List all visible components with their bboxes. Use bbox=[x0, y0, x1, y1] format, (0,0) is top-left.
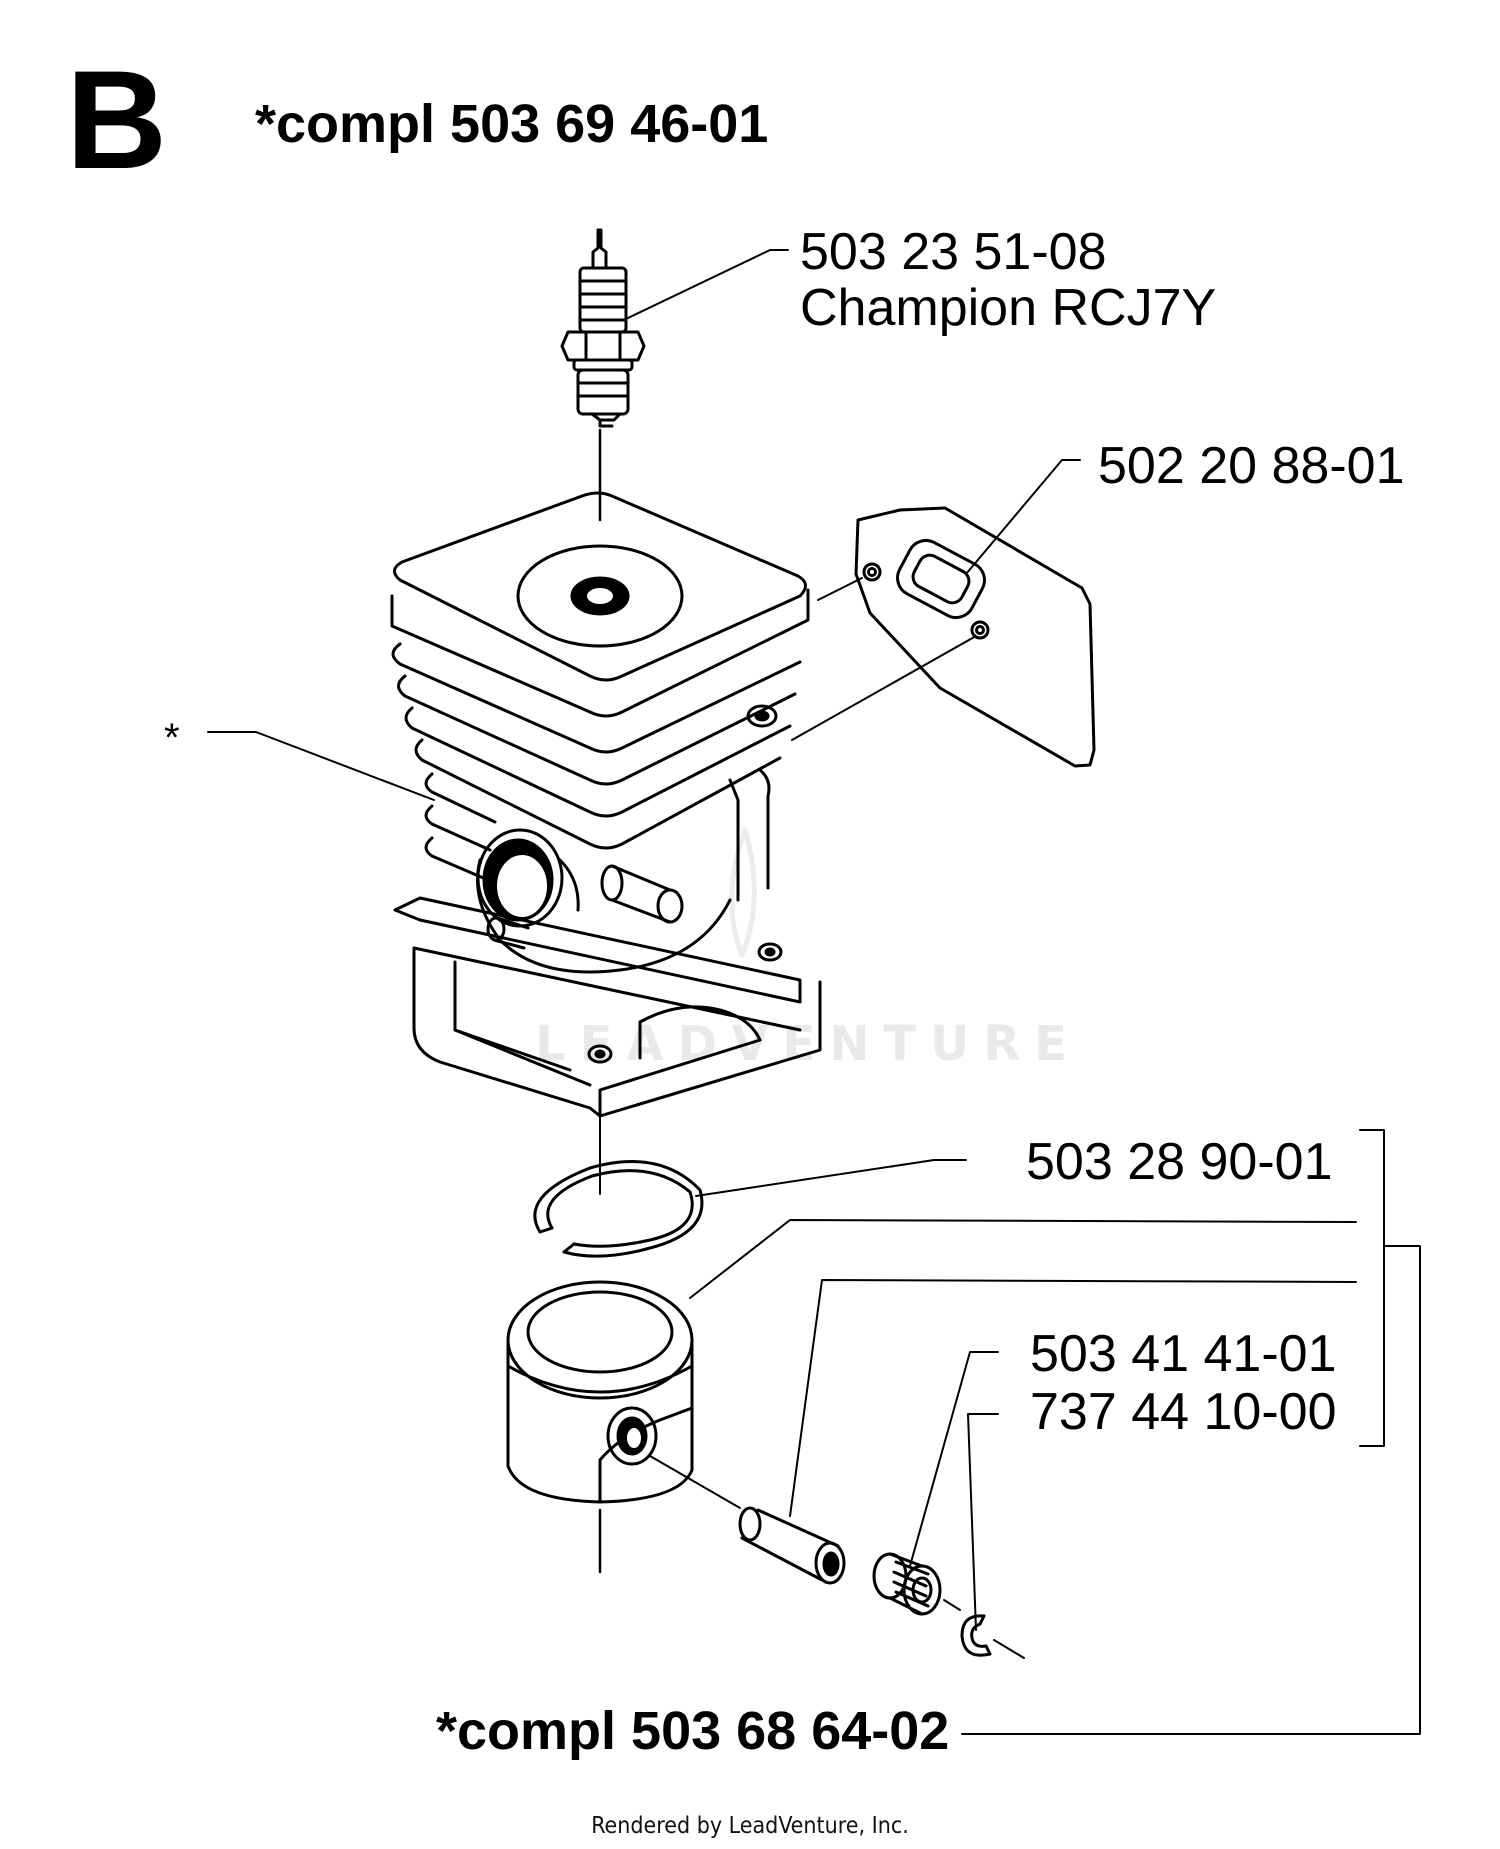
gasket-part-number: 502 20 88-01 bbox=[1098, 437, 1405, 495]
cylinder-kit-title: *compl 503 69 46-01 bbox=[255, 94, 769, 154]
spark-plug-part-number: 503 23 51-08 bbox=[800, 223, 1107, 281]
footer-credit: Rendered by LeadVenture, Inc. bbox=[591, 1813, 909, 1839]
cylinder-icon bbox=[390, 491, 822, 1118]
circlip-icon bbox=[960, 1614, 992, 1657]
leader-lines bbox=[207, 249, 1421, 1735]
piston-ring-part-number: 503 28 90-01 bbox=[1026, 1133, 1333, 1191]
bearing-part-number: 503 41 41-01 bbox=[1030, 1325, 1337, 1383]
spark-plug-name: Champion RCJ7Y bbox=[800, 279, 1217, 337]
spark-plug-icon bbox=[560, 228, 646, 522]
needle-bearing-icon bbox=[872, 1552, 942, 1616]
piston-icon bbox=[506, 1280, 694, 1574]
piston-kit-title: *compl 503 68 64-02 bbox=[436, 1701, 950, 1761]
gasket-icon bbox=[854, 506, 1096, 768]
svg-text:LEADVENTURE: LEADVENTURE bbox=[535, 1016, 1081, 1072]
piston-pin-icon bbox=[738, 1506, 846, 1585]
circlip-part-number: 737 44 10-00 bbox=[1030, 1383, 1337, 1441]
cylinder-marker: * bbox=[164, 716, 180, 760]
piston-ring-icon bbox=[533, 1160, 704, 1258]
section-letter: B bbox=[66, 41, 168, 198]
watermark: LEADVENTURE bbox=[535, 827, 1081, 1072]
